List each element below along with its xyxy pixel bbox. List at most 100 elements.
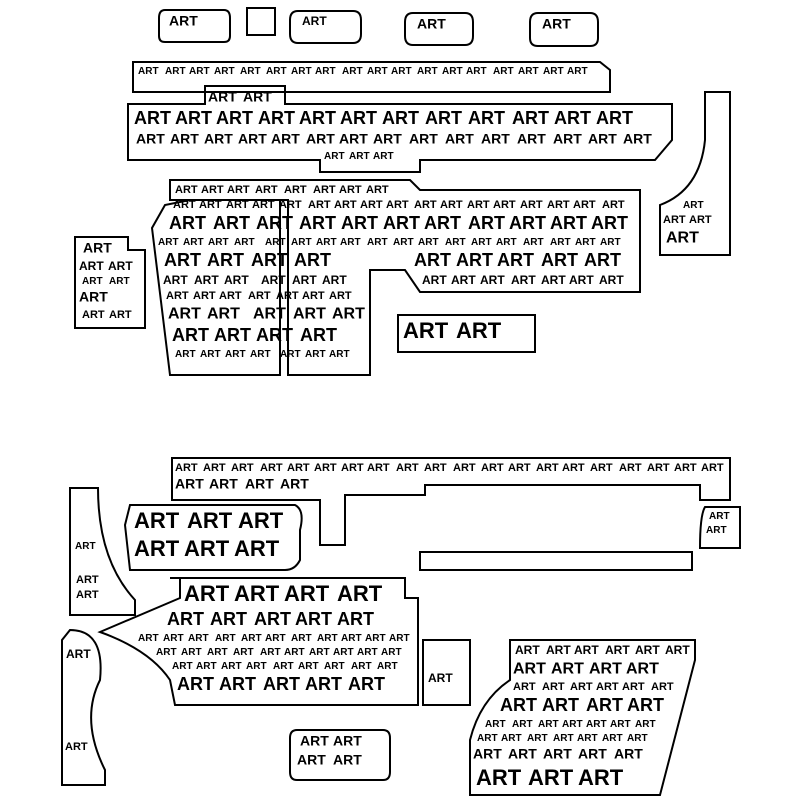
art-word: ART [424, 213, 461, 233]
art-word: ART [663, 214, 686, 226]
piece-mag-tab [289, 729, 391, 781]
art-word: ART [184, 536, 230, 561]
piece-mag-well [469, 639, 696, 796]
art-word: ART [536, 462, 559, 474]
art-word: ART [252, 199, 275, 211]
art-word: ART [339, 131, 368, 147]
art-word: ART [527, 733, 548, 744]
art-word: ART [541, 250, 578, 270]
art-word: ART [172, 661, 193, 672]
art-word: ART [481, 462, 504, 474]
art-word: ART [341, 213, 378, 233]
art-word: ART [513, 660, 546, 677]
art-word: ART [108, 259, 133, 273]
art-word: ART [224, 273, 249, 287]
art-word: ART [181, 647, 202, 658]
art-word: ART [367, 462, 390, 474]
art-word: ART [517, 131, 546, 147]
art-word: ART [169, 213, 206, 233]
art-word: ART [337, 609, 374, 629]
art-word: ART [172, 325, 209, 345]
piece-rail-strip [419, 551, 693, 571]
art-word: ART [602, 733, 623, 744]
art-word: ART [366, 184, 389, 196]
art-word: ART [207, 305, 240, 322]
art-word: ART [468, 108, 505, 128]
art-word: ART [396, 462, 419, 474]
art-word: ART [357, 647, 378, 658]
art-word: ART [215, 633, 236, 644]
art-word: ART [238, 131, 267, 147]
art-word: ART [293, 305, 326, 322]
art-word: ART [134, 108, 171, 128]
art-word: ART [445, 237, 466, 248]
art-word: ART [82, 276, 103, 287]
art-word: ART [284, 581, 330, 606]
art-word: ART [188, 633, 209, 644]
art-word: ART [570, 681, 593, 693]
art-word: ART [134, 508, 180, 533]
art-word: ART [599, 273, 624, 287]
piece-top-tab-3 [289, 10, 362, 44]
art-word: ART [208, 237, 229, 248]
art-word: ART [203, 462, 226, 474]
art-word: ART [509, 213, 546, 233]
art-word: ART [238, 508, 284, 533]
art-word: ART [302, 14, 327, 28]
art-word: ART [635, 719, 656, 730]
art-word: ART [466, 66, 487, 77]
art-word: ART [453, 462, 476, 474]
art-word: ART [184, 581, 230, 606]
art-word: ART [253, 305, 286, 322]
art-word: ART [305, 349, 326, 360]
art-word: ART [476, 765, 522, 790]
art-word: ART [493, 199, 516, 211]
art-word: ART [417, 66, 438, 77]
art-word: ART [706, 525, 727, 536]
art-word: ART [367, 66, 388, 77]
art-word: ART [351, 661, 372, 672]
art-word: ART [542, 695, 579, 715]
art-word: ART [199, 199, 222, 211]
art-word: ART [333, 647, 354, 658]
art-word: ART [189, 66, 210, 77]
art-word: ART [207, 647, 228, 658]
art-word: ART [322, 273, 347, 287]
art-word: ART [373, 131, 402, 147]
art-word: ART [173, 199, 196, 211]
piece-lower-receiver [150, 179, 641, 376]
art-word: ART [575, 237, 596, 248]
art-word: ART [553, 131, 582, 147]
art-word: ART [170, 131, 199, 147]
art-word: ART [567, 66, 588, 77]
art-word: ART [193, 290, 216, 302]
art-word: ART [213, 213, 250, 233]
art-word: ART [520, 199, 543, 211]
art-word: ART [456, 250, 493, 270]
art-word: ART [246, 661, 267, 672]
art-word: ART [543, 746, 572, 762]
art-word: ART [538, 719, 559, 730]
art-word: ART [442, 66, 463, 77]
art-word: ART [207, 250, 244, 270]
art-word: ART [578, 765, 624, 790]
art-word: ART [456, 318, 502, 343]
art-word: ART [546, 643, 571, 657]
art-word: ART [300, 325, 337, 345]
art-word: ART [542, 16, 571, 32]
art-word: ART [340, 108, 377, 128]
art-word: ART [75, 541, 96, 552]
piece-buttstock [659, 91, 731, 256]
art-word: ART [589, 660, 622, 677]
art-word: ART [299, 108, 336, 128]
art-word: ART [291, 66, 312, 77]
art-word: ART [233, 647, 254, 658]
art-word: ART [586, 695, 623, 715]
art-word: ART [425, 108, 462, 128]
piece-top-tab-2 [246, 7, 276, 36]
art-word: ART [422, 273, 447, 287]
art-word: ART [485, 719, 506, 730]
art-word: ART [317, 633, 338, 644]
art-word: ART [382, 108, 419, 128]
art-word: ART [256, 213, 293, 233]
